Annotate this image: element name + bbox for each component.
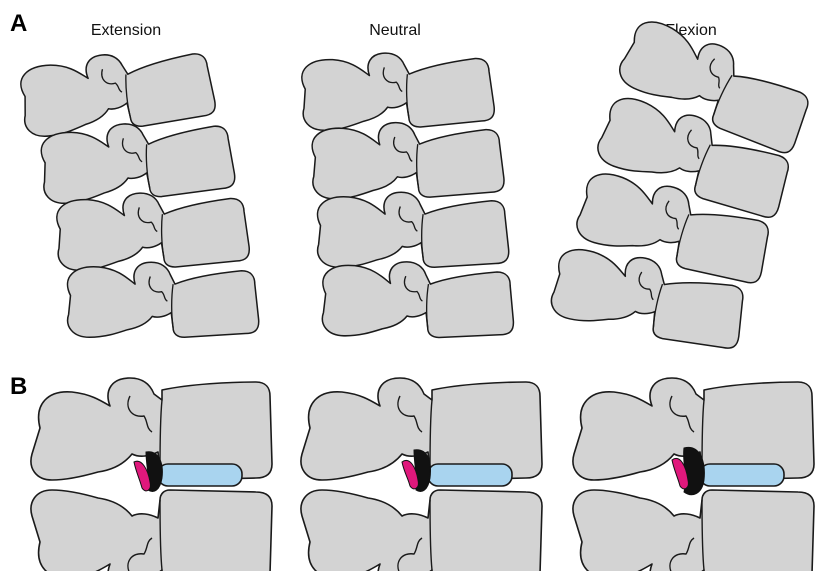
disc xyxy=(700,464,784,486)
panel-a-neutral xyxy=(301,49,514,338)
disc xyxy=(158,464,242,486)
panel-a-extension xyxy=(19,44,259,338)
panel-a-flexion xyxy=(548,11,819,354)
panel-b-extension xyxy=(31,378,272,571)
disc xyxy=(428,464,512,486)
panel-b-flexion xyxy=(573,378,814,571)
panel-b-neutral xyxy=(301,378,542,571)
